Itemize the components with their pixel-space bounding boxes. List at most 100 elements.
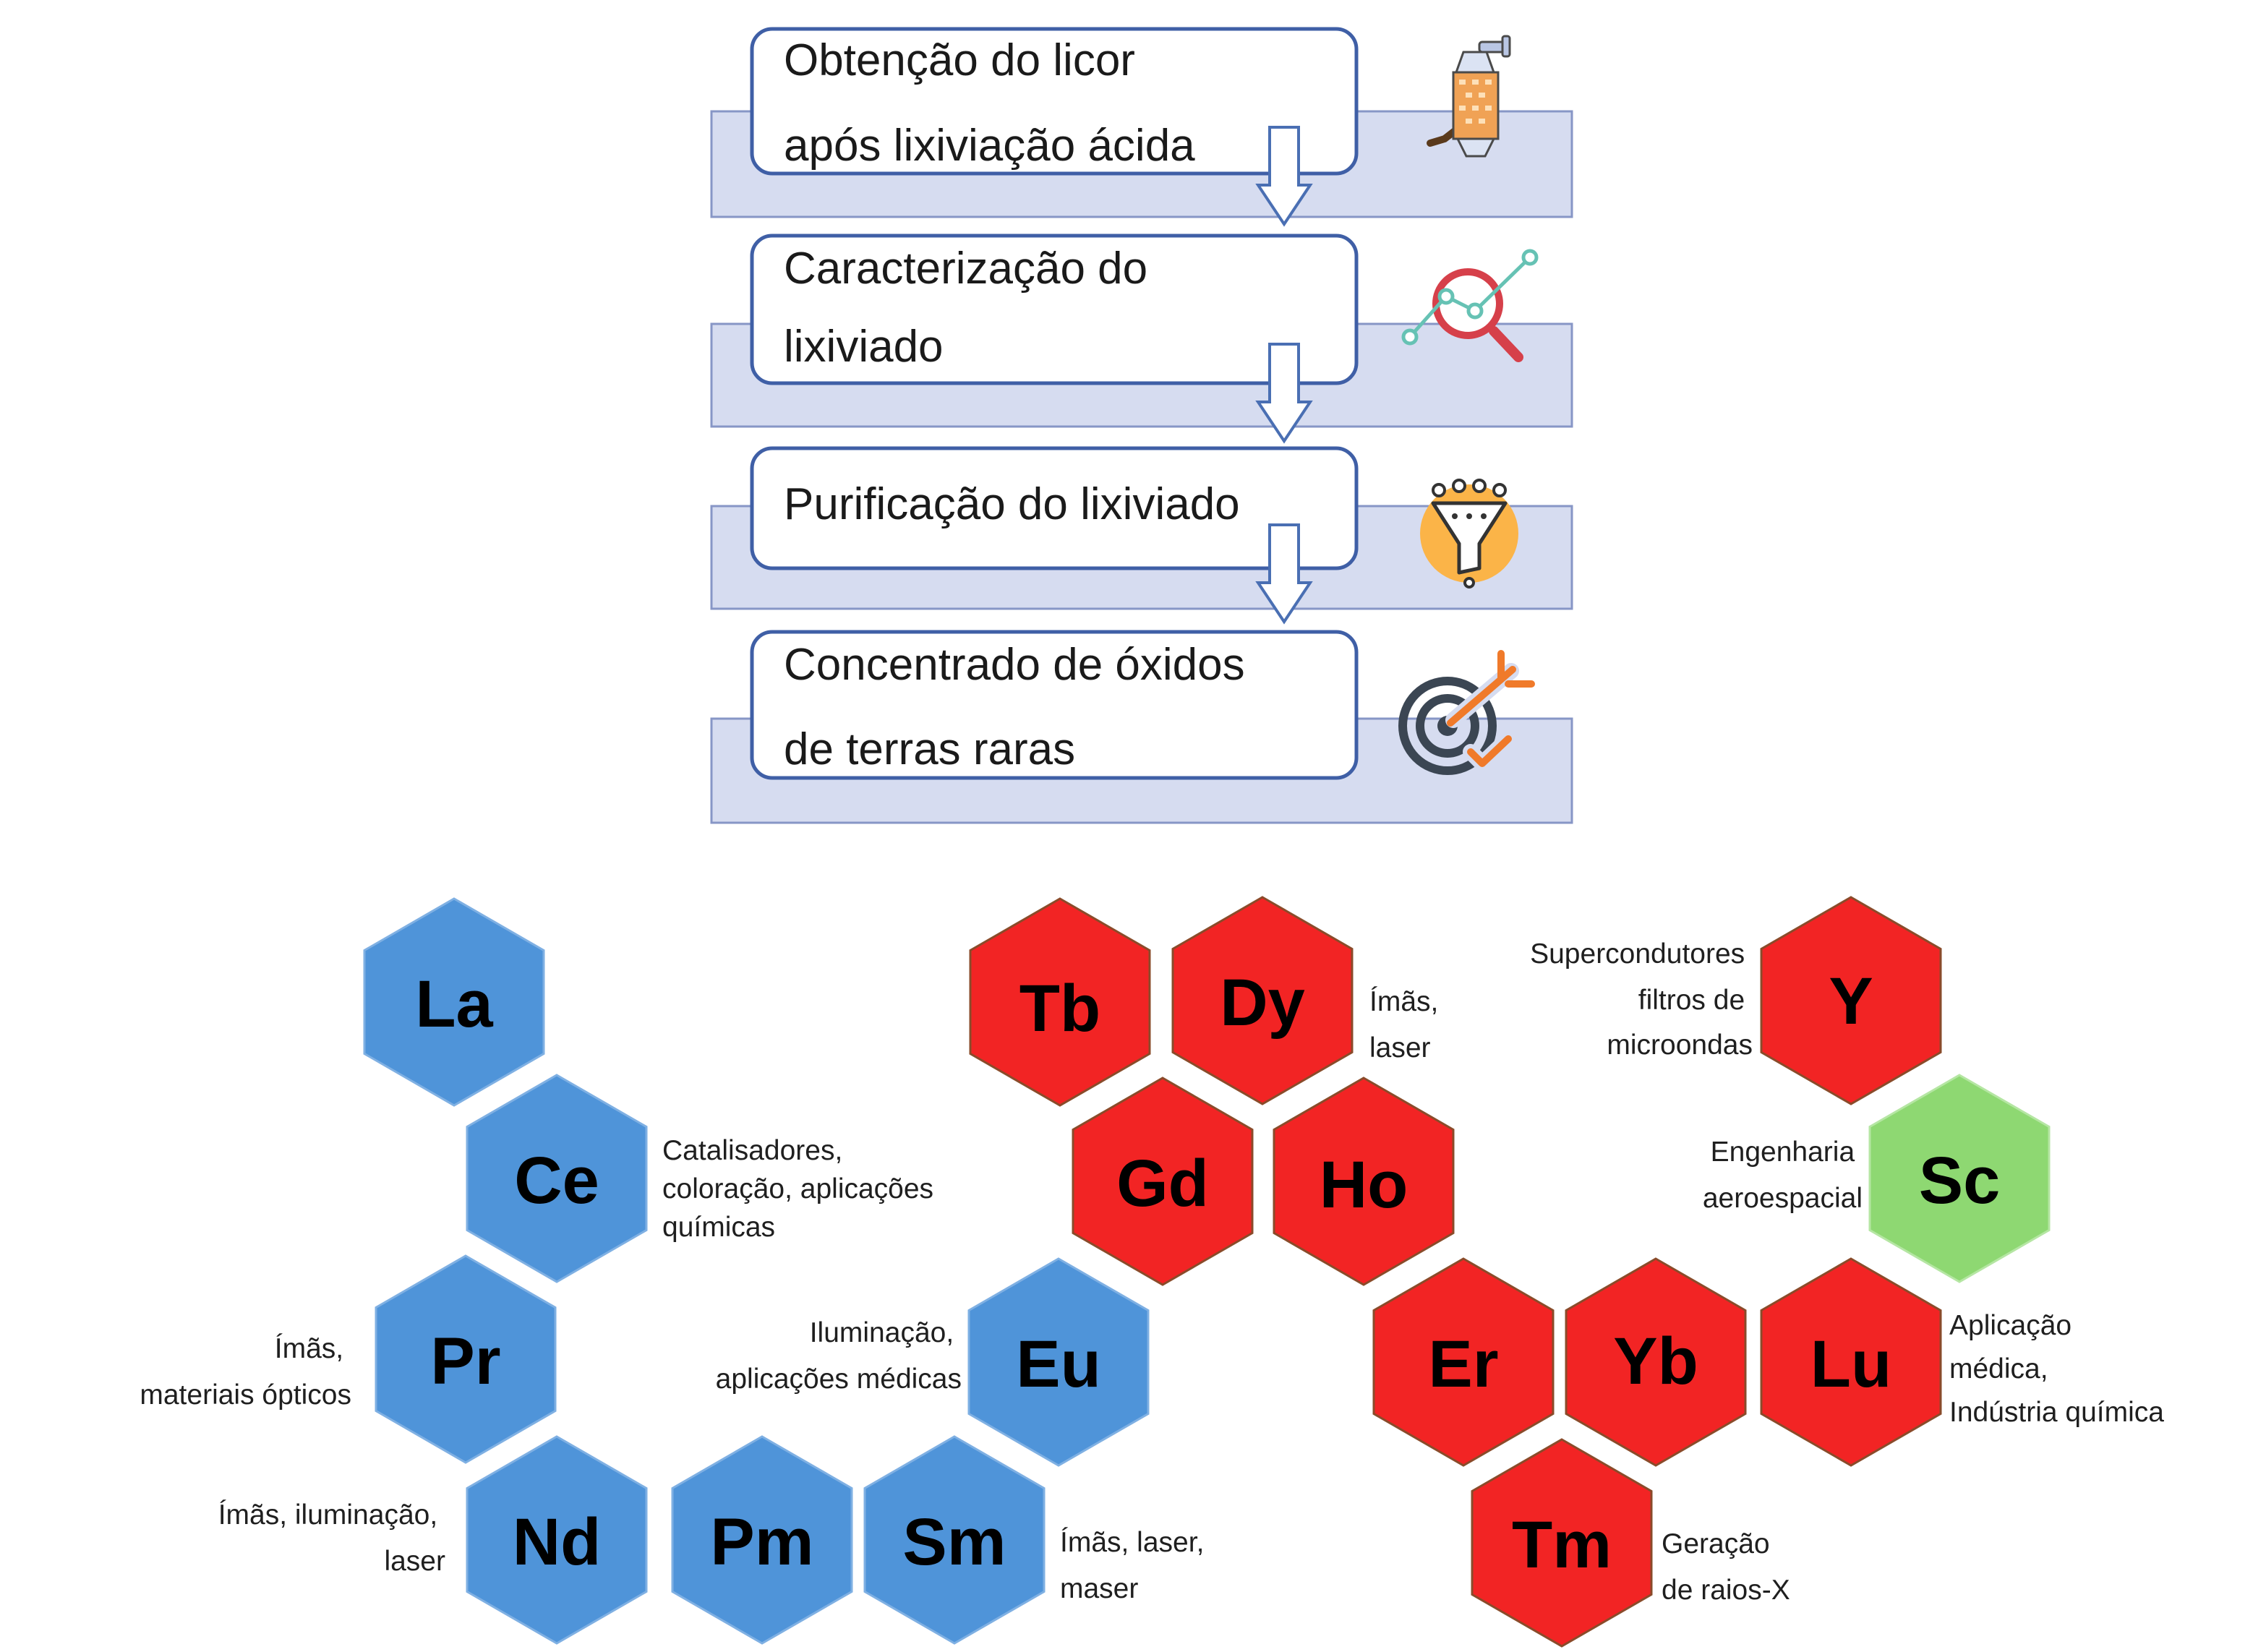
chart-node (1401, 328, 1419, 346)
hexagon-shape (863, 1435, 1046, 1645)
element-symbol: Nd (513, 1505, 602, 1579)
hex-ce: Ce (466, 1074, 648, 1283)
step-1-box (750, 27, 1359, 176)
element-symbol: Ce (514, 1144, 599, 1217)
dy-applications: Ímãs, laser (1369, 986, 1446, 1063)
step-2-box (750, 234, 1359, 385)
tm-applications-line: de raios-X (1662, 1575, 1790, 1606)
hexagon-shape (1072, 1077, 1254, 1286)
hex-tm: Tm (1471, 1438, 1653, 1648)
nd-applications-line: Ímãs, iluminação, (218, 1499, 437, 1531)
hex-ho: Ho (1273, 1077, 1455, 1286)
nd-applications: Ímãs, iluminação, laser (218, 1499, 445, 1577)
element-symbol: Tm (1512, 1508, 1612, 1582)
step-3-box (750, 446, 1359, 570)
tm-applications-line: Geração (1662, 1528, 1770, 1559)
element-symbol: Sm (902, 1505, 1006, 1579)
ce-applications-line: químicas (662, 1212, 775, 1243)
spray-bottle-icon (1427, 35, 1511, 158)
hex-sm: Sm (863, 1435, 1046, 1645)
chart-line (1408, 256, 1531, 338)
funnel-bubble (1492, 483, 1507, 497)
hexagon-shape (1760, 896, 1942, 1105)
funnel-icon (1420, 479, 1518, 589)
funnel-dot (1466, 513, 1472, 519)
texture-cell (1466, 119, 1472, 124)
hexagon-shape (466, 1074, 648, 1283)
pr-applications: Ímãs, materiais ópticos (140, 1333, 351, 1411)
hex-yb: Yb (1565, 1257, 1747, 1467)
check-mark-icon (1467, 735, 1512, 767)
hex-la: La (363, 897, 545, 1107)
texture-cell (1466, 93, 1472, 98)
hex-lu: Lu (1760, 1257, 1942, 1467)
hexagon-shape (1565, 1257, 1747, 1467)
sm-applications: Ímãs, laser, maser (1060, 1527, 1212, 1604)
lu-applications: Aplicação médica, Indústria química (1949, 1310, 2164, 1428)
hexagon-shape (1868, 1074, 2051, 1283)
step-1-line-1: Obtenção do licor (784, 35, 1135, 85)
sc-applications-line: Engenharia (1711, 1137, 1855, 1168)
process-flowchart: Obtenção do licor após lixiviação ácida … (710, 27, 1573, 824)
element-symbol: Dy (1220, 966, 1305, 1040)
y-applications: Supercondutores filtros de microondas (1530, 938, 1753, 1061)
hexagon-shape (671, 1435, 853, 1645)
hex-pm: Pm (671, 1435, 853, 1645)
bottle-nozzle-tip (1501, 35, 1511, 58)
lu-applications-line: médica, (1949, 1353, 2048, 1384)
chart-node (1437, 288, 1455, 305)
target-arrow-check-icon (1398, 650, 1535, 775)
hexagon-shape (1760, 1257, 1942, 1467)
hex-y: Y (1760, 896, 1942, 1105)
bottle-texture (1459, 80, 1492, 124)
texture-cell (1485, 106, 1492, 111)
rare-earth-hexagons: La Ce Pr Nd Pm Sm Eu Tb (363, 896, 2051, 1648)
eu-applications-line: Iluminação, (810, 1317, 954, 1348)
hex-gd: Gd (1072, 1077, 1254, 1286)
down-arrow-3 (1255, 523, 1313, 625)
hex-tb: Tb (969, 897, 1151, 1107)
hexagon-shape (1171, 896, 1354, 1105)
hexagon-shape (1273, 1077, 1455, 1286)
hex-nd: Nd (466, 1435, 648, 1645)
step-4-line-2: de terras raras (784, 724, 1075, 774)
nd-applications-line: laser (384, 1546, 445, 1577)
element-symbol: Tb (1019, 972, 1100, 1045)
hexagon-shape (375, 1254, 557, 1464)
hex-pr: Pr (375, 1254, 557, 1464)
bottle-bottom (1455, 137, 1496, 158)
funnel-bubble (1472, 479, 1487, 493)
magnifier-chart-icon (1401, 249, 1539, 362)
texture-cell (1459, 106, 1466, 111)
element-symbol: Gd (1116, 1147, 1209, 1220)
dy-applications-line: Ímãs, (1369, 986, 1438, 1017)
texture-cell (1472, 80, 1479, 85)
hex-sc: Sc (1868, 1074, 2051, 1283)
funnel-dot (1481, 513, 1487, 519)
funnel-dot (1452, 513, 1458, 519)
tm-applications: Geração de raios-X (1662, 1528, 1790, 1606)
dy-applications-line: laser (1369, 1032, 1431, 1063)
step-1-line-2: após lixiviação ácida (784, 121, 1195, 171)
down-arrow-1 (1255, 126, 1313, 227)
y-applications-line: filtros de (1638, 985, 1745, 1016)
element-symbol: Yb (1613, 1324, 1698, 1398)
y-applications-line: Supercondutores (1530, 938, 1745, 970)
hex-dy: Dy (1171, 896, 1354, 1105)
hexagon-shape (969, 897, 1151, 1107)
hexagon-shape (466, 1435, 648, 1645)
hexagon-shape (967, 1257, 1150, 1467)
hex-eu: Eu (967, 1257, 1150, 1467)
element-symbol: Sc (1919, 1144, 2001, 1217)
texture-cell (1485, 80, 1492, 85)
sc-applications: Engenharia aeroespacial (1703, 1137, 1863, 1214)
element-symbol: Pm (710, 1505, 813, 1579)
chart-node (1521, 249, 1539, 266)
lu-applications-line: Indústria química (1949, 1397, 2164, 1428)
magnifier-lens (1432, 268, 1503, 339)
eu-applications: Iluminação, aplicações médicas (716, 1317, 962, 1395)
texture-cell (1479, 93, 1485, 98)
ce-applications: Catalisadores, coloração, aplicações quí… (662, 1135, 941, 1243)
sc-applications-line: aeroespacial (1703, 1183, 1863, 1214)
